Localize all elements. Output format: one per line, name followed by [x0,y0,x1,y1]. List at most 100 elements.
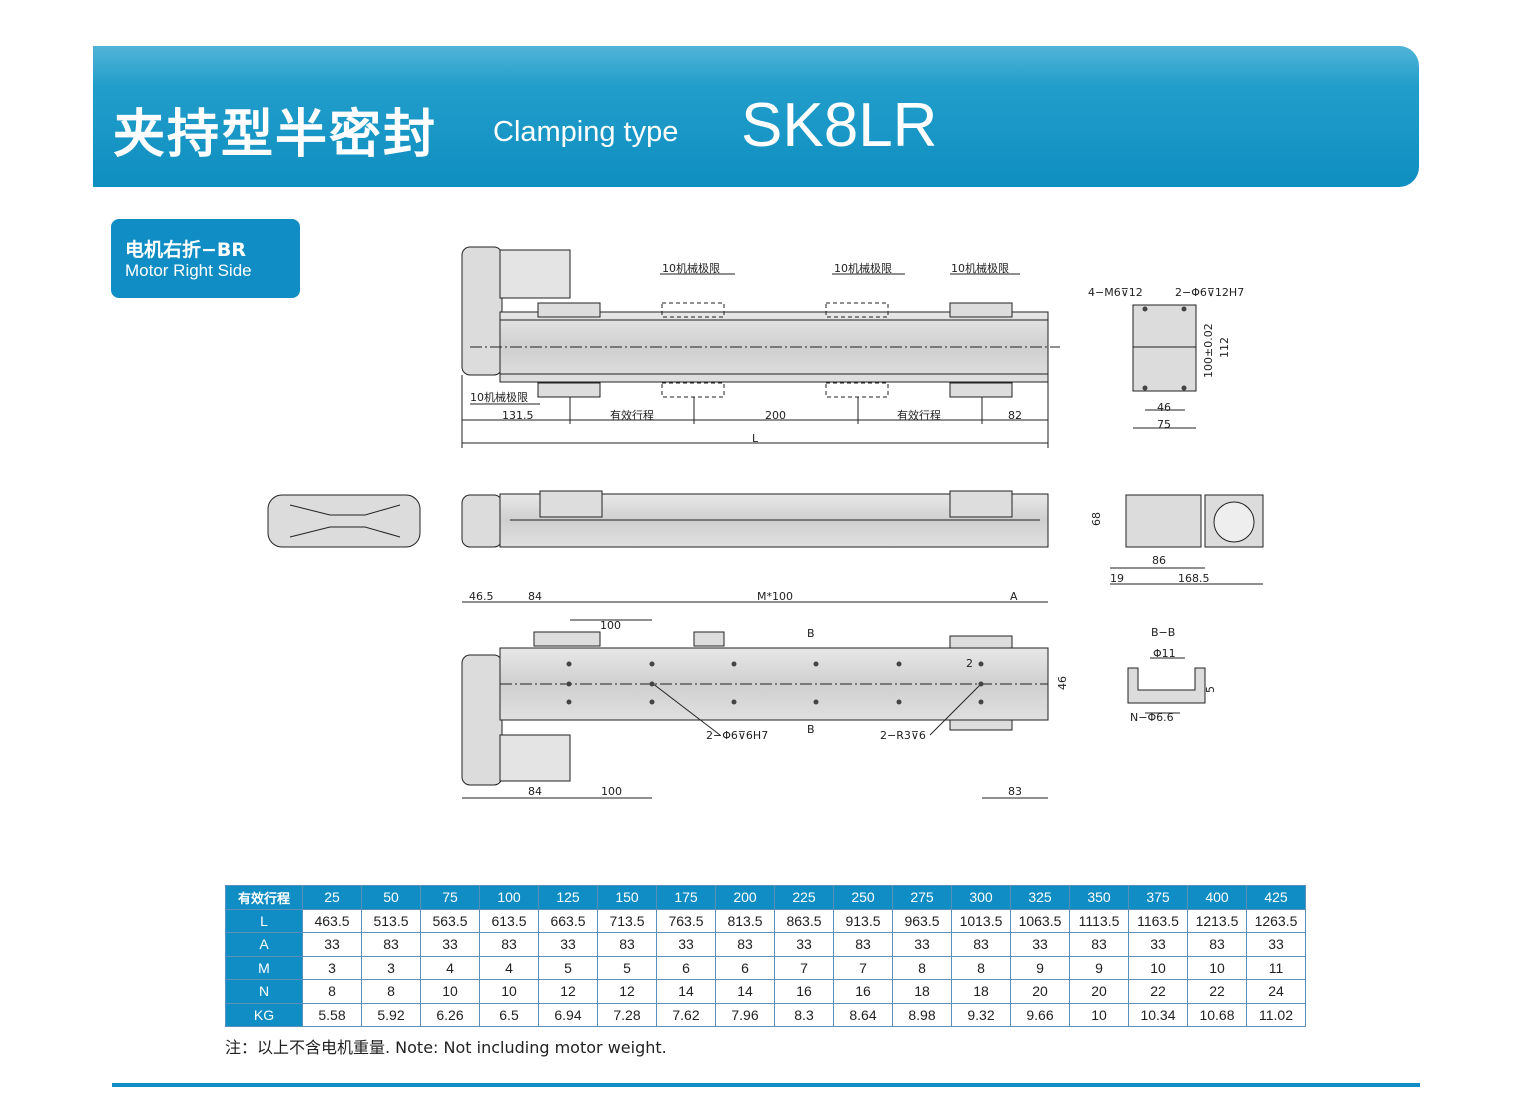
label-phi6-h7: 2−Φ6⊽12H7 [1175,286,1244,299]
stroke-header-cell: 150 [597,885,657,910]
table-cell: 1263.5 [1246,908,1306,933]
row-label-cell: N [225,979,303,1004]
section-bb [1127,657,1206,714]
table-cell: 33 [420,932,480,957]
dim-131-5: 131.5 [502,409,534,422]
side-view [267,490,1049,548]
stroke-header-cell: 100 [479,885,539,910]
table-cell: 12 [597,979,657,1004]
stroke-header-cell: 175 [656,885,716,910]
table-cell: 11 [1246,955,1306,980]
table-cell: 7.62 [656,1002,716,1027]
end-view-side [1110,494,1264,585]
model-name: SK8LR [741,91,938,160]
table-cell: 863.5 [774,908,834,933]
table-cell: 18 [951,979,1011,1004]
table-cell: 1163.5 [1128,908,1188,933]
row-label-cell: M [225,955,303,980]
table-cell: 33 [1010,932,1070,957]
table-cell: 83 [1069,932,1129,957]
dim-82: 82 [1008,409,1022,422]
table-cell: 16 [774,979,834,1004]
table-cell: 763.5 [656,908,716,933]
table-cell: 3 [361,955,421,980]
table-cell: 6.26 [420,1002,480,1027]
table-cell: 10 [1187,955,1247,980]
dim-L: L [752,432,759,445]
dim-19: 19 [1110,572,1124,585]
table-cell: 83 [1187,932,1247,957]
table-cell: 83 [361,932,421,957]
bottom-rule [112,1083,1420,1087]
dim-84-bottom: 84 [528,785,542,798]
corner-cell: 有效行程 [225,885,303,910]
stroke-header-cell: 375 [1128,885,1188,910]
stroke-header-cell: 250 [833,885,893,910]
label-limit-1: 10机械极限 [662,261,720,275]
row-label-cell: KG [225,1002,303,1027]
table-cell: 10.68 [1187,1002,1247,1027]
table-cell: 8.64 [833,1002,893,1027]
table-cell: 10 [479,979,539,1004]
table-cell: 33 [538,932,598,957]
stroke-header-cell: 75 [420,885,480,910]
table-cell: 8 [892,955,952,980]
table-cell: 22 [1128,979,1188,1004]
dim-m100: M*100 [757,590,793,603]
table-cell: 18 [892,979,952,1004]
table-cell: 22 [1187,979,1247,1004]
header-banner: 夹持型半密封 Clamping type SK8LR [93,46,1419,187]
table-cell: 4 [420,955,480,980]
dim-68: 68 [1090,512,1103,526]
label-bb: B−B [1151,626,1175,639]
dim-5: 5 [1204,686,1217,693]
dim-100-lower: 100 [601,785,622,798]
label-B-upper: B [807,627,815,640]
dim-100-tol: 100±0.02 [1202,323,1215,378]
table-cell: 14 [715,979,775,1004]
section-tag: 电机右折−BR Motor Right Side [111,219,300,298]
table-cell: 20 [1069,979,1129,1004]
table-cell: 83 [833,932,893,957]
label-2: 2 [966,657,973,670]
table-cell: 663.5 [538,908,598,933]
table-cell: 8 [951,955,1011,980]
table-cell: 8.98 [892,1002,952,1027]
dim-46-bottom: 46 [1056,676,1069,690]
table-cell: 11.02 [1246,1002,1306,1027]
label-limit-3: 10机械极限 [951,261,1009,275]
table-cell: 6.5 [479,1002,539,1027]
label-phi6v6: 2−Φ6⊽6H7 [706,729,768,742]
stroke-header-cell: 300 [951,885,1011,910]
table-cell: 33 [1128,932,1188,957]
table-cell: 6.94 [538,1002,598,1027]
table-cell: 83 [597,932,657,957]
stroke-header-cell: 200 [715,885,775,910]
label-nphi: N−Φ6.6 [1130,711,1174,724]
section-tag-en: Motor Right Side [125,261,252,280]
stroke-header-cell: 50 [361,885,421,910]
stroke-header-cell: 350 [1069,885,1129,910]
dim-112: 112 [1218,337,1231,358]
table-cell: 5 [597,955,657,980]
table-cell: 10.34 [1128,1002,1188,1027]
table-cell: 513.5 [361,908,421,933]
table-cell: 3 [302,955,362,980]
dim-100-upper: 100 [600,619,621,632]
banner-highlight [93,46,1419,86]
table-cell: 7 [774,955,834,980]
table-cell: 7.28 [597,1002,657,1027]
table-cell: 813.5 [715,908,775,933]
table-cell: 14 [656,979,716,1004]
table-cell: 24 [1246,979,1306,1004]
table-cell: 33 [1246,932,1306,957]
table-cell: 613.5 [479,908,539,933]
table-cell: 9 [1010,955,1070,980]
table-cell: 563.5 [420,908,480,933]
table-cell: 463.5 [302,908,362,933]
table-cell: 5.92 [361,1002,421,1027]
